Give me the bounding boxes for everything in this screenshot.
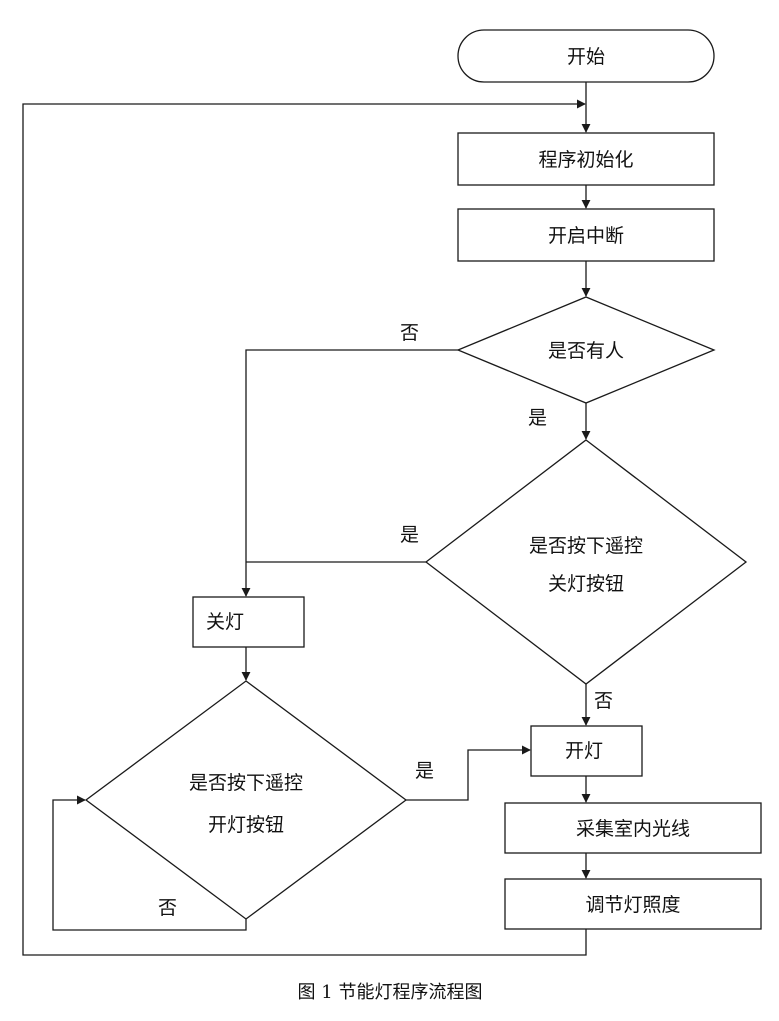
remote-on-decision [84,680,408,920]
interrupt-box [457,208,715,262]
figure-caption: 图 1 节能灯程序流程图 [298,982,483,1003]
collect-label: 采集室内光线 [576,818,690,840]
adjust-box [504,878,762,930]
remote-on-yes-label: 是 [415,760,434,782]
arrow-someone-no [241,349,458,597]
remote-off-no-label: 否 [594,690,613,712]
remote-on-label-line2: 开灯按钮 [208,814,284,836]
someone-yes-label: 是 [528,407,547,429]
someone-no-label: 否 [400,322,419,344]
init-label: 程序初始化 [538,149,633,171]
remote-off-yes-label: 是 [400,524,419,546]
remote-on-no-label: 否 [158,897,177,919]
remote-on-label-line1: 是否按下遥控 [189,772,303,794]
arrow-remote-on-yes [406,745,531,801]
remote-off-label-line2: 关灯按钮 [548,573,624,595]
start-label: 开始 [567,46,605,68]
collect-box [504,802,762,854]
arrow-remote-on-no-loop [52,795,247,931]
remote-off-decision [424,439,748,685]
adjust-label: 调节灯照度 [585,894,680,916]
light-off-box [192,596,305,648]
light-on-label: 开灯 [565,740,603,762]
interrupt-label: 开启中断 [548,225,624,247]
remote-off-label-line1: 是否按下遥控 [529,535,643,557]
someone-label: 是否有人 [548,340,624,362]
arrow-main-loop-return [22,99,587,956]
light-off-label: 关灯 [206,611,244,633]
init-box [457,132,715,186]
